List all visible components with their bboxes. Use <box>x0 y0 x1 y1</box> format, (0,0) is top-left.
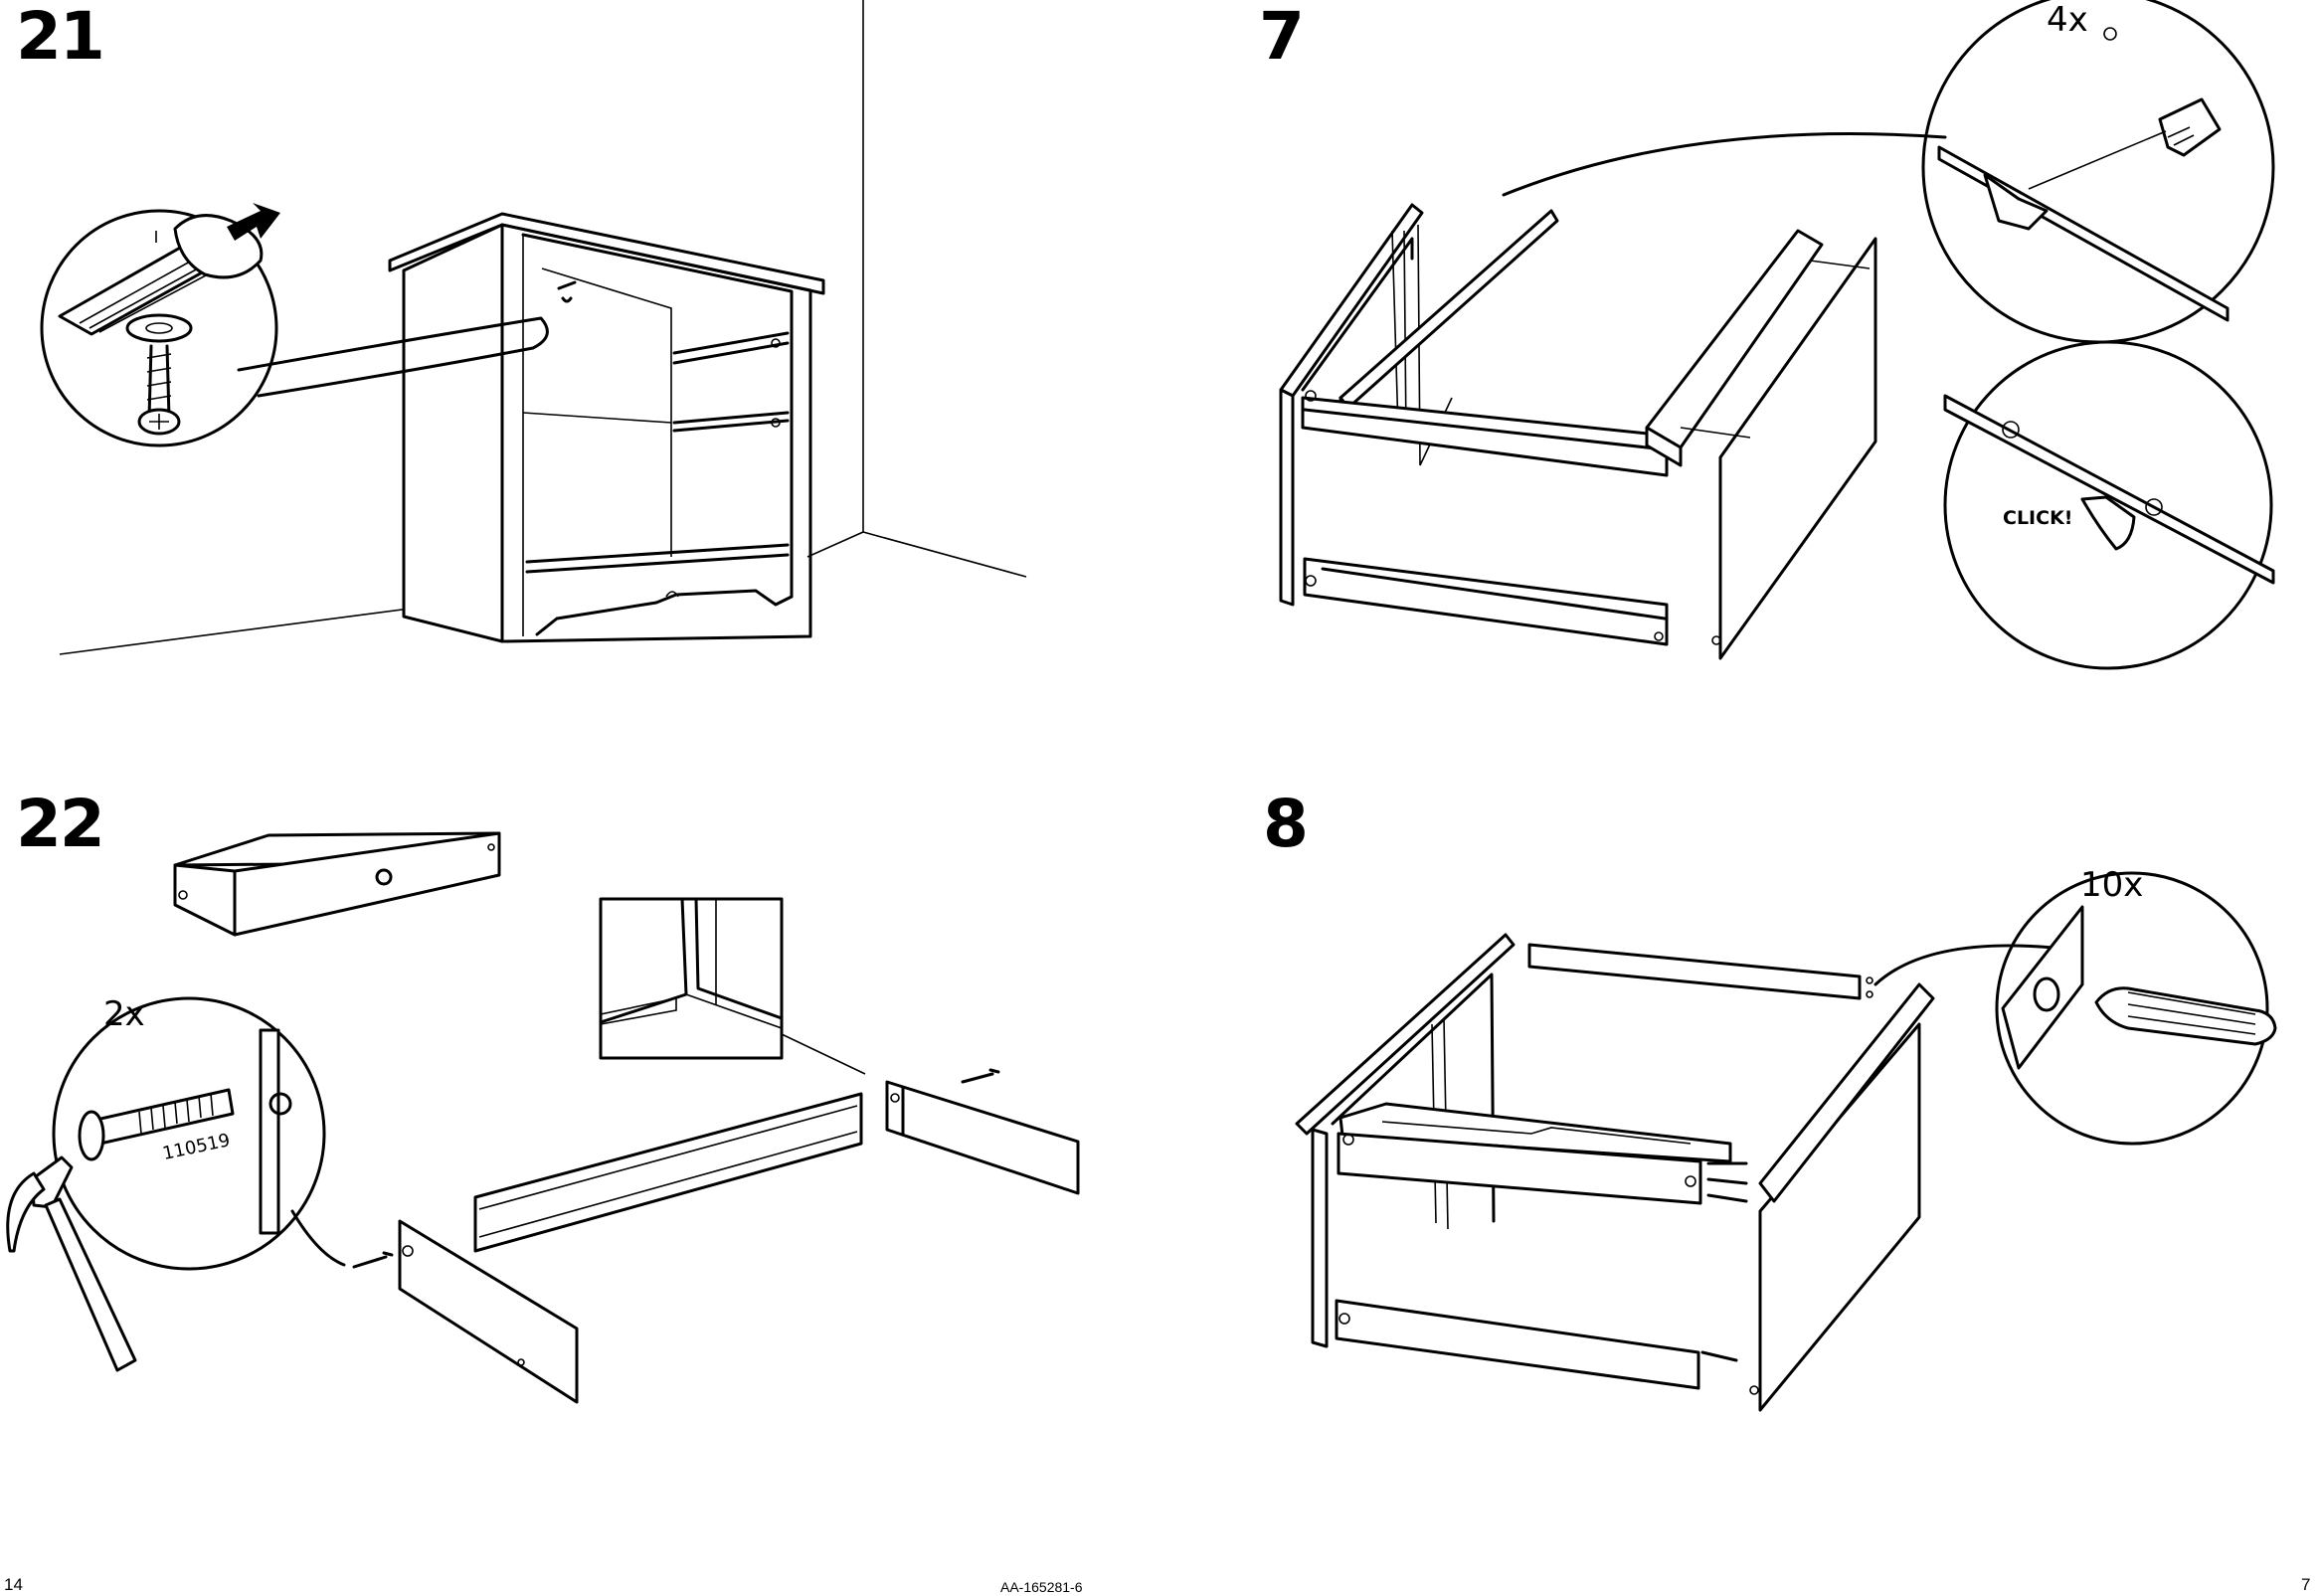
step-8-illustration <box>1297 873 2275 1410</box>
quantity-label-4x: 4x <box>2047 0 2088 40</box>
left-page-number: 14 <box>4 1575 23 1595</box>
step-21-illustration <box>42 0 1026 654</box>
step-7-illustration <box>1281 0 2273 668</box>
click-label: CLICK! <box>2003 507 2072 529</box>
quantity-label-2x: 2x <box>103 994 145 1034</box>
step-22-illustration <box>8 833 1078 1402</box>
right-page-number: 7 <box>2301 1575 2310 1595</box>
quantity-label-10x: 10x <box>2080 865 2143 905</box>
document-code: AA-165281-6 <box>1000 1579 1083 1595</box>
